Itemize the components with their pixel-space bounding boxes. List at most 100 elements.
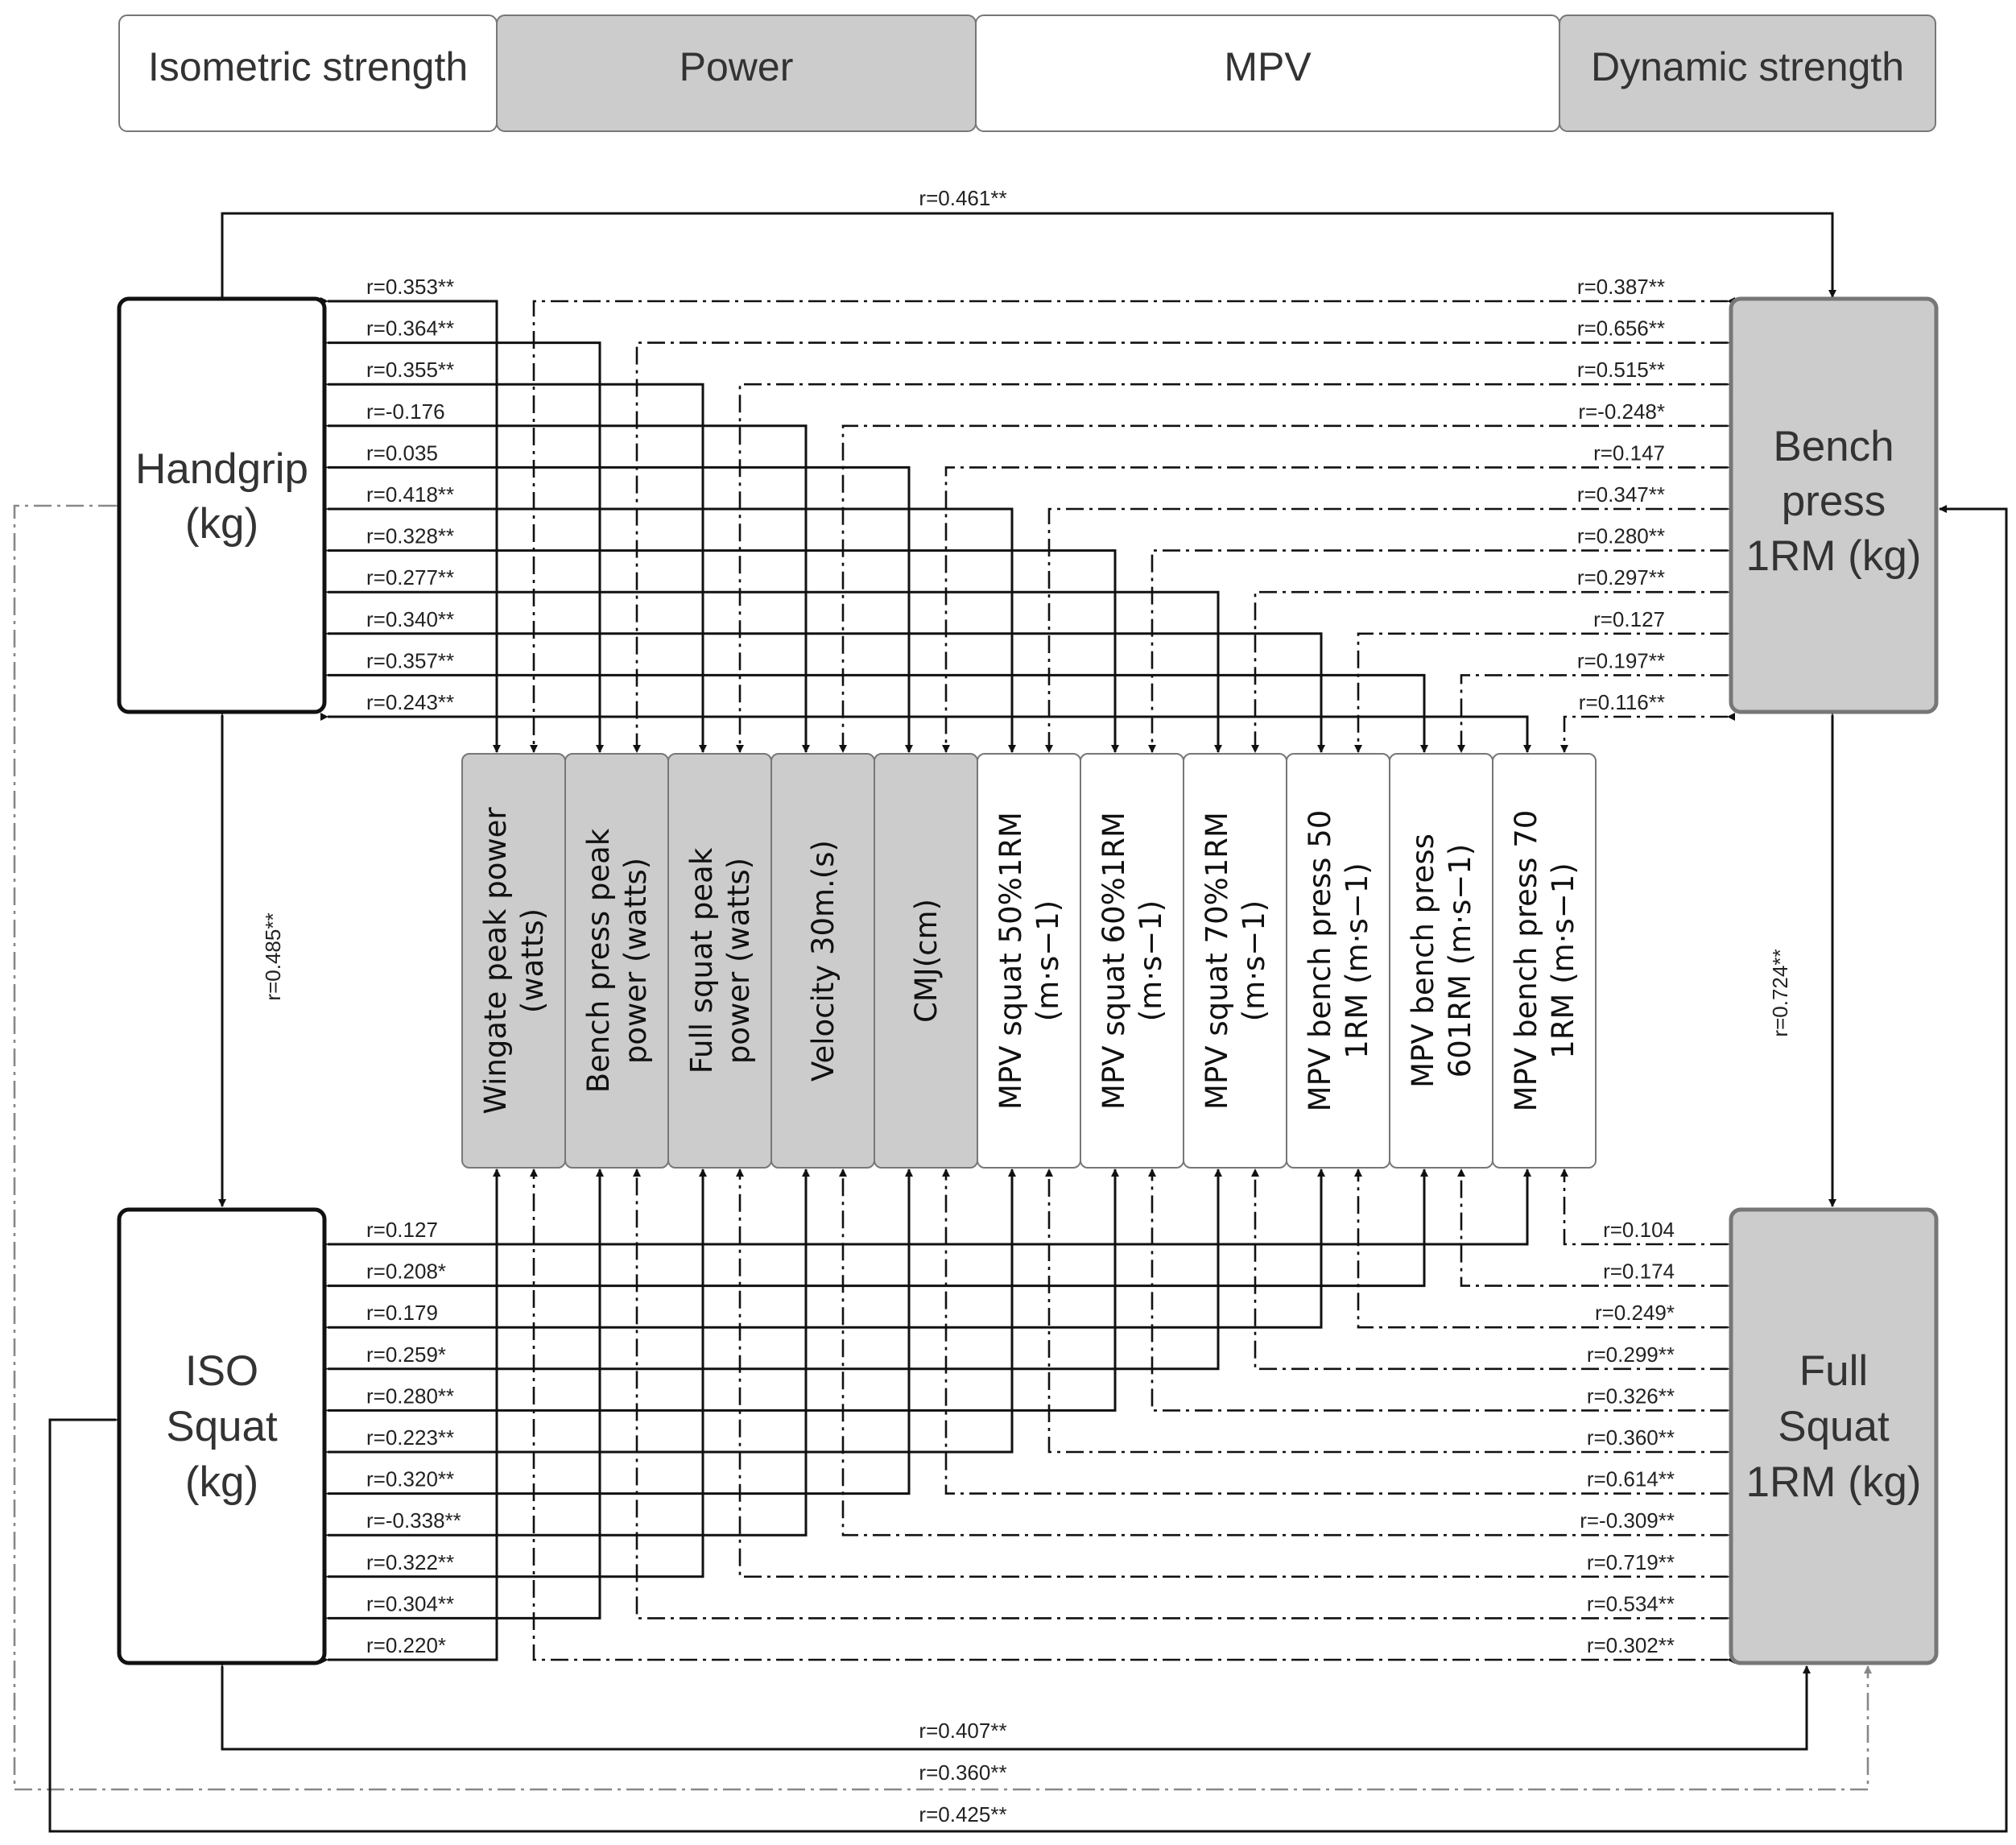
correlation-label: r=0.534** [1587,1591,1675,1615]
variable-label: (m·s−1) [1031,900,1065,1022]
correlation-line [13,502,1872,1791]
correlation-label: r=0.277** [366,565,454,589]
correlation-label: r=-0.309** [1580,1508,1675,1533]
correlation-labels: r=0.353** r=0.387** r=0.220* r=0.302** r=0.3… [261,186,1792,1826]
variable-label: 1RM (m·s−1) [1340,863,1374,1058]
correlation-label: r=0.360** [1587,1425,1675,1450]
fullsquat-label: Squat [1778,1403,1890,1450]
correlation-label: r=0.147 [1593,441,1665,465]
correlation-label: r=0.387** [1577,275,1665,299]
variable-label: Bench press peak [581,828,616,1093]
correlation-label: r=0.223** [366,1425,454,1450]
correlation-label: r=0.357** [366,648,454,672]
correlation-label: r=0.656** [1577,316,1665,341]
correlation-label: r=0.328** [366,524,454,548]
correlation-label: r=0.280** [1577,524,1665,548]
correlation-label: r=0.461** [919,186,1006,210]
correlation-label: r=0.220* [366,1633,446,1657]
variable-label: MPV bench press [1406,834,1440,1088]
iso-label: ISO [185,1347,258,1395]
variable-label: Wingate peak power [478,807,513,1115]
correlation-label: r=0.326** [1587,1384,1675,1408]
correlation-line [633,338,1735,753]
correlation-label: r=0.280** [366,1384,454,1408]
correlation-line [1354,629,1735,753]
correlation-label: r=0.104 [1603,1218,1675,1242]
correlation-label: r=0.249* [1595,1301,1675,1325]
correlation-line [320,1169,1222,1373]
correlation-line [320,1169,1119,1415]
correlation-label: r=0.197** [1577,648,1665,672]
correlation-line [320,1169,501,1664]
correlation-line [320,1169,1531,1248]
variable-label: MPV squat 70%1RM [1200,812,1234,1110]
correlation-label: r=0.425** [919,1802,1006,1826]
correlation-label: r=0.179 [366,1301,438,1325]
correlation-label: r=0.116** [1579,690,1665,714]
correlation-line [48,505,2008,1833]
correlation-label: r=0.127 [366,1218,438,1242]
correlation-label: r=0.353** [366,275,454,299]
correlation-label: r=0.614** [1587,1467,1675,1491]
correlation-label: r=0.243** [366,690,454,714]
variable-label: (m·s−1) [1237,900,1271,1022]
correlation-label: r=0.174 [1603,1260,1675,1284]
correlation-label: r=0.302** [1587,1633,1675,1657]
correlation-label: r=0.515** [1577,358,1665,382]
bench-label: Bench [1773,423,1894,470]
correlation-label: r=0.299** [1587,1342,1675,1367]
correlation-line [320,588,1222,753]
correlation-line [530,297,1735,753]
correlation-label: r=0.208* [366,1260,446,1284]
correlation-label: r=0.297** [1577,565,1665,589]
handgrip-box [117,296,327,714]
correlation-label: r=0.418** [366,482,454,507]
correlation-label: r=0.340** [366,607,454,631]
handgrip-label: (kg) [185,500,258,548]
correlation-line [320,629,1325,753]
correlation-line [320,713,1531,753]
correlation-label: r=0.347** [1577,482,1665,507]
correlation-label: r=0.320** [366,1467,454,1491]
correlation-label: r=-0.248* [1578,399,1665,424]
bench-box [1729,296,1939,714]
correlation-line [218,212,1836,304]
correlation-lines [13,212,2008,1833]
correlation-label: r=0.127 [1593,607,1665,631]
header-label: MPV [1224,44,1312,89]
variable-label: (watts) [515,908,550,1013]
header-label: Power [680,44,794,89]
variable-label: Full squat peak [684,847,719,1073]
correlation-label: r=0.407** [919,1719,1006,1743]
variable-columns: Wingate peak power(watts) Bench press pea… [461,753,1597,1169]
variable-label: 601RM (m·s−1) [1443,844,1477,1078]
correlation-label: r=0.364** [366,316,454,341]
correlation-label: r=0.259* [366,1342,446,1367]
iso-label: (kg) [185,1458,258,1506]
correlation-label: r=0.360** [919,1760,1006,1785]
correlation-label: r=0.304** [366,1591,454,1615]
correlation-line [320,1169,1428,1290]
correlation-label: r=0.485** [261,912,285,1000]
correlation-label: r=0.355** [366,358,454,382]
variable-label: power (watts) [721,858,756,1064]
correlation-label: r=0.719** [1587,1550,1675,1574]
variable-label: power (watts) [618,858,653,1064]
correlation-line [218,1659,1811,1751]
iso-label: Squat [166,1403,278,1450]
fullsquat-box [1729,1207,1939,1665]
header-label: Isometric strength [148,44,468,89]
variable-label: Velocity 30m.(s) [806,840,841,1082]
correlation-label: r=0.322** [366,1550,454,1574]
variable-box [1492,753,1597,1169]
correlation-label: r=0.724** [1768,949,1792,1036]
variable-label: MPV squat 60%1RM [1097,812,1131,1110]
correlation-line [1560,713,1735,753]
variable-label: MPV squat 50%1RM [994,812,1028,1110]
correlation-label: r=-0.176 [366,399,445,424]
variable-label: MPV bench press 70 [1509,810,1543,1112]
bench-label: 1RM (kg) [1746,532,1922,580]
variable-label: MPV bench press 50 [1303,810,1337,1112]
